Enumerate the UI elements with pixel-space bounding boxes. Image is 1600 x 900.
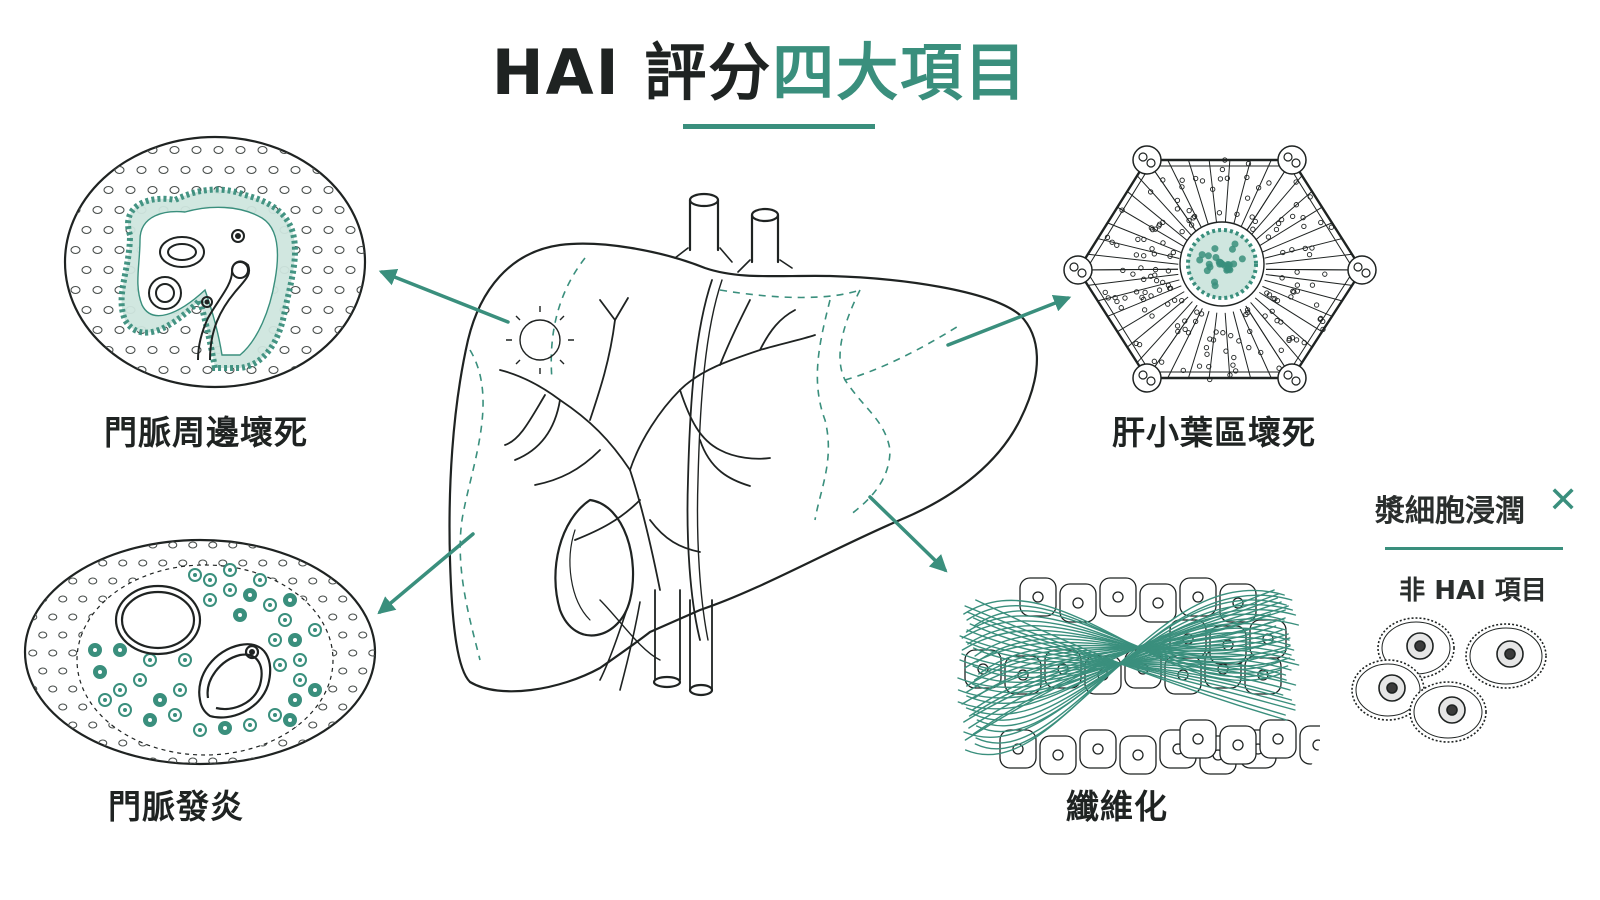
title-accent: 四大項目 [772,36,1029,109]
label-interface-hepatitis: 門脈周邊壞死 [104,413,308,452]
arrow-to-fibrosis [868,495,948,573]
liver-portal-spot [506,306,574,374]
page-title: HAI 評分四大項目 [0,22,1520,112]
excluded-divider [1385,547,1563,550]
arrow-to-interface-hepatitis [378,269,510,324]
title-underline [683,124,875,129]
plasma-cells-illustration [1351,617,1547,743]
arrows [377,269,1072,615]
excluded-x-icon: ✕ [1548,480,1579,521]
title-main: HAI 評分 [491,36,773,109]
arrow-to-portal-inflammation [377,532,475,615]
liver-segment-lines [459,257,961,661]
liver-illustration [448,192,1039,697]
label-plasma-cell-infiltration: 漿細胞浸潤 [1375,494,1525,529]
label-fibrosis: 纖維化 [1066,787,1168,826]
liver-vessel-tree [499,297,816,591]
fibrosis-illustration [957,577,1320,775]
arrow-to-lobular-necrosis [946,294,1072,347]
portal-inflammation-illustration [23,538,377,766]
lobular-necrosis-illustration [1063,145,1377,393]
label-portal-inflammation: 門脈發炎 [108,787,244,826]
label-not-hai-item: 非 HAI 項目 [1399,576,1547,606]
portal-triads [1063,145,1377,393]
interface-hepatitis-illustration [63,135,367,389]
label-lobular-necrosis: 肝小葉區壞死 [1112,413,1316,452]
